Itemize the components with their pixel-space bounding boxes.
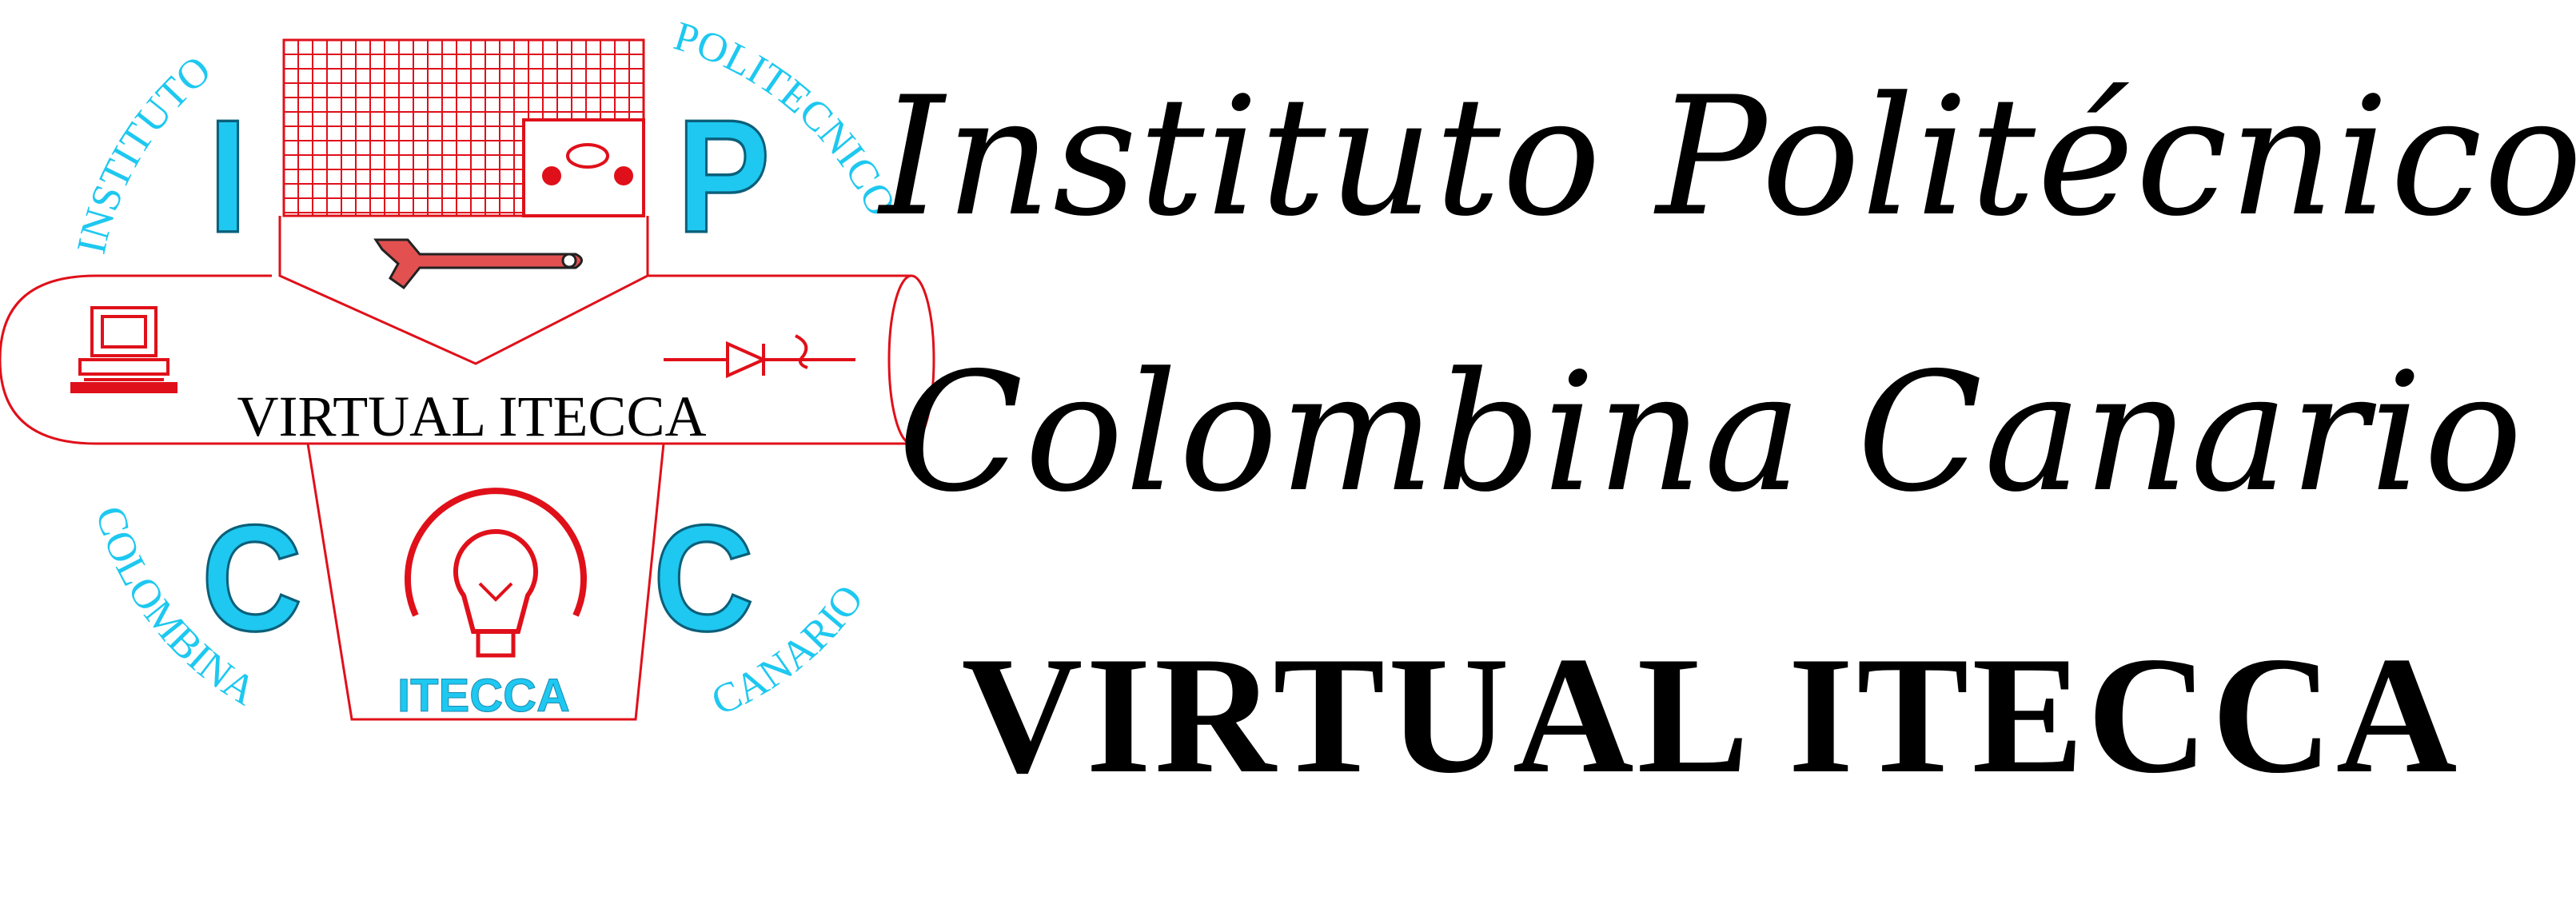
lightbulb-icon (405, 488, 587, 658)
title-line-3: VIRTUAL ITECCA (961, 623, 2461, 808)
logo-letter-p: P (677, 86, 771, 265)
trapezoid-outline (306, 443, 665, 721)
logo-letter-c-right: C (653, 493, 754, 663)
logo-bulb-caption: ITECCA (397, 670, 570, 722)
logo-letter-i: I (209, 86, 248, 265)
computer-icon (70, 306, 177, 393)
institute-logo: VIRTUAL ITECCA ITECCA I P C C INSTITUTO … (0, 14, 935, 724)
funnel-outline (278, 216, 649, 365)
logo-banner-text: VIRTUAL ITECCA (237, 384, 707, 448)
wrench-icon (373, 238, 583, 290)
window-box-icon (522, 118, 645, 217)
title-line-1: Instituto Politécnico (879, 62, 2576, 253)
title-line-2: Colombina Canario (897, 338, 2525, 528)
tube-outline (0, 274, 935, 445)
diode-icon (664, 334, 855, 379)
logo-arc-instituto: INSTITUTO (69, 47, 220, 258)
logo-letter-c-left: C (201, 493, 302, 663)
